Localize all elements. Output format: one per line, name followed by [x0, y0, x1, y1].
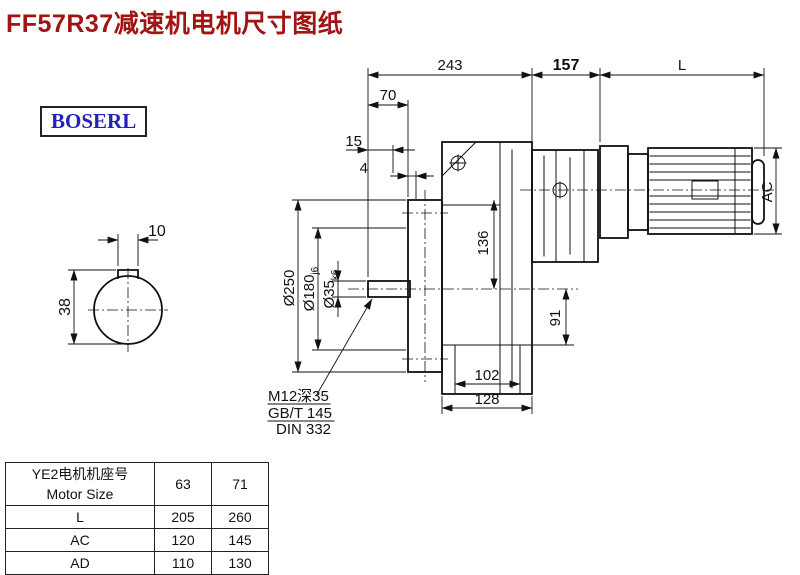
dim-label-15: 15 [345, 133, 362, 150]
dim-label-157: 157 [553, 57, 580, 74]
header-motor-size-cn: YE2电机机座号 [31, 466, 129, 482]
row-value: 260 [211, 505, 269, 529]
tap-hole-notes: M12深35 GB/T 145 DIN 332 [268, 388, 332, 438]
dim-label-flange-dia: Ø250 [281, 270, 298, 307]
header-motor-size-en: Motor Size [46, 486, 114, 502]
brand-logo: BOSERL [40, 106, 148, 137]
dimension-labels: 243 157 L 70 15 4 Ø250 Ø180j6 Ø35k6 136 … [57, 57, 776, 408]
dim-label-128: 128 [474, 391, 499, 408]
dimension-lines [267, 68, 782, 422]
table-row-AD: AD 110 130 [5, 551, 269, 575]
output-shaft [367, 280, 411, 298]
table-row-L: L 205 260 [5, 505, 269, 529]
motor-flange [599, 145, 629, 239]
dim-label-243: 243 [437, 57, 462, 74]
motor-view [599, 145, 765, 239]
dim-label-L: L [678, 57, 686, 74]
dim-label-136: 136 [475, 230, 492, 255]
header-motor-size: YE2电机机座号 Motor Size [5, 462, 155, 506]
adapter-housing [531, 149, 599, 263]
row-label: AC [5, 528, 155, 552]
motor-fins [649, 155, 751, 229]
note-tap: M12深35 [268, 388, 329, 405]
note-din332: DIN 332 [276, 421, 331, 438]
header-size-71: 71 [211, 462, 269, 506]
dim-label-pilot-dia: Ø180j6 [301, 266, 321, 311]
table-row-AC: AC 120 145 [5, 528, 269, 552]
gearbox-view [367, 141, 599, 395]
row-value: 120 [154, 528, 212, 552]
fan-cover-end [751, 159, 765, 225]
bolt-hole-marker [449, 154, 467, 172]
shaft-section-view [68, 234, 163, 345]
gear-housing [441, 141, 533, 395]
dim-label-91: 91 [547, 310, 564, 327]
dim-label-4: 4 [360, 160, 368, 177]
page-title: FF57R37减速机电机尺寸图纸 [6, 10, 344, 38]
table-header-row: YE2电机机座号 Motor Size 63 71 [5, 462, 269, 506]
motor-nameplate [691, 180, 719, 200]
row-value: 110 [154, 551, 212, 575]
row-value: 145 [211, 528, 269, 552]
dim-label-shaft-dia: Ø35k6 [321, 269, 341, 308]
header-size-63: 63 [154, 462, 212, 506]
dim-label-70: 70 [380, 87, 397, 104]
row-label: AD [5, 551, 155, 575]
row-value: 205 [154, 505, 212, 529]
dim-label-key-height: 38 [57, 298, 74, 316]
keyway [117, 269, 139, 279]
dim-label-102: 102 [474, 367, 499, 384]
centerlines [88, 189, 774, 382]
note-gbt145: GB/T 145 [268, 405, 332, 422]
dim-label-key-width: 10 [148, 223, 166, 240]
row-label: L [5, 505, 155, 529]
dim-label-AC: AC [759, 181, 776, 202]
motor-size-table: YE2电机机座号 Motor Size 63 71 L 205 260 AC 1… [5, 462, 269, 575]
row-value: 130 [211, 551, 269, 575]
motor-body [647, 147, 753, 235]
